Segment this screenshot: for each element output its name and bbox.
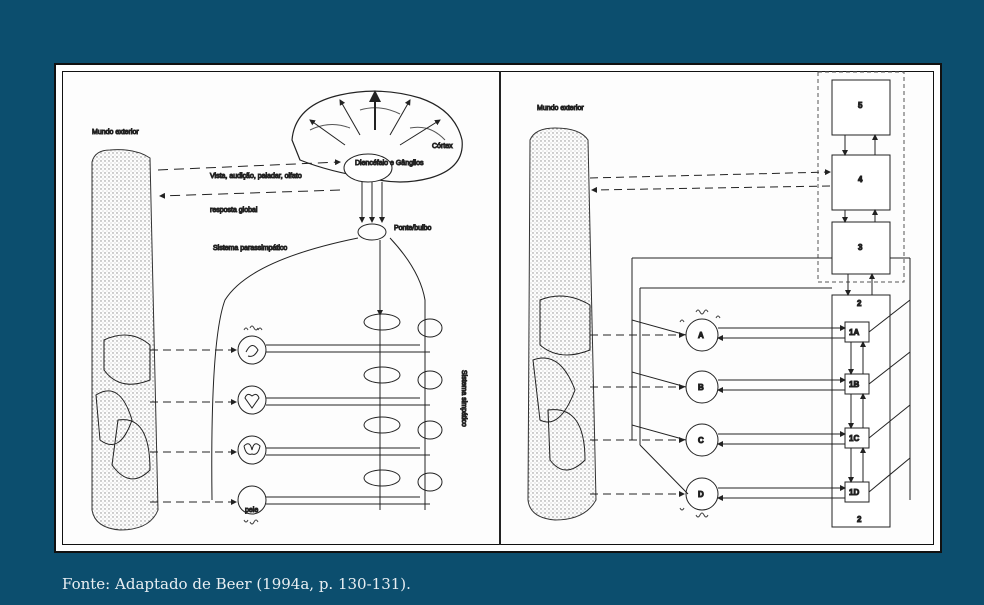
circle-d-label: D	[698, 490, 704, 499]
right-mundo-strip	[528, 128, 596, 520]
organ-heart	[238, 386, 266, 414]
pons	[358, 224, 386, 240]
organ-stomach	[238, 336, 266, 364]
pele-label: pele	[245, 507, 258, 514]
cortex-label: Córtex	[432, 143, 453, 150]
sub-1a-label: 1A	[849, 328, 859, 337]
resposta-label: resposta global	[210, 207, 258, 214]
left-mundo-label: Mundo exterior	[92, 129, 139, 136]
circle-c-label: C	[698, 436, 704, 445]
diencefalo-label: Diencéfalo e Gânglios	[355, 160, 424, 167]
left-diagram: Mundo exterior Diencéfalo e Gânglios Cór…	[92, 91, 467, 530]
left-mundo-strip	[92, 150, 158, 530]
circle-b-label: B	[698, 383, 704, 392]
figure-caption: Fonte: Adaptado de Beer (1994a, p. 130-1…	[62, 575, 411, 593]
box5-label: 5	[858, 101, 863, 110]
right-mundo-label: Mundo exterior	[537, 105, 584, 112]
right-diagram: Mundo exterior 5 4 3 2 2	[528, 72, 910, 527]
box2-bottom-label: 2	[857, 515, 862, 524]
sub-1d-label: 1D	[849, 488, 859, 497]
sympathetic-ganglia	[364, 314, 442, 491]
box3-label: 3	[858, 243, 863, 252]
box4-label: 4	[858, 175, 863, 184]
circle-a-label: A	[698, 331, 704, 340]
box2-top-label: 2	[857, 299, 862, 308]
sub-1b-label: 1B	[849, 380, 859, 389]
parasympathetic-nerve	[212, 238, 358, 500]
parassimpatico-label: Sistema parassimpático	[213, 245, 287, 252]
ponte-label: Ponte/bulbo	[394, 225, 431, 232]
vista-label: Vista, audição, paladar, olfato	[210, 173, 302, 180]
simpatico-label: Sistema simpático	[460, 370, 467, 427]
diencephalon	[344, 154, 392, 182]
sub-1c-label: 1C	[849, 434, 859, 443]
